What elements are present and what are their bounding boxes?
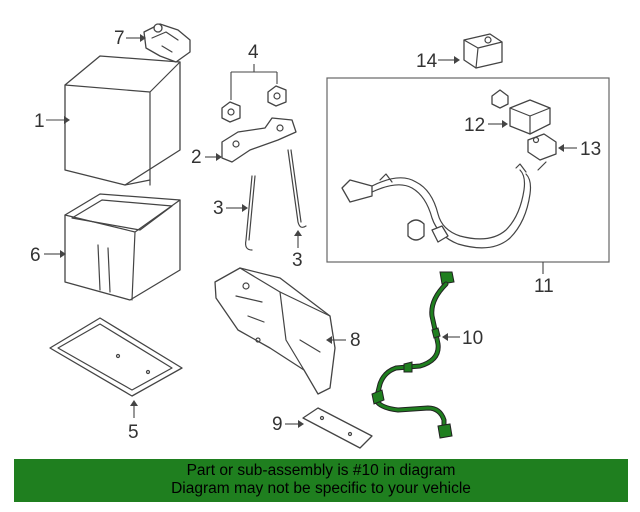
part-6-tray-box[interactable] [64,193,181,301]
callout-13: 13 [558,139,601,160]
callout-5: 5 [128,400,139,443]
part-10-cable[interactable] [371,271,455,439]
part-11-cable-assembly[interactable] [326,77,610,263]
svg-text:8: 8 [350,330,361,351]
part-7-terminal[interactable] [143,23,191,63]
callout-12: 12 [464,115,508,136]
callout-3-right: 3 [292,230,303,271]
part-14-cap[interactable] [463,33,503,69]
svg-text:3: 3 [213,198,224,219]
svg-text:14: 14 [416,51,438,72]
svg-text:12: 12 [464,115,485,136]
part-12-fuse-block[interactable] [491,89,551,135]
callout-9: 9 [272,414,304,435]
svg-text:6: 6 [30,245,41,266]
callout-14: 14 [416,51,460,72]
callout-11: 11 [534,262,554,297]
svg-text:3: 3 [292,250,303,271]
banner-line-2: Diagram may not be specific to your vehi… [171,480,471,497]
part-5-plate[interactable] [49,317,183,397]
svg-text:10: 10 [462,328,483,349]
svg-text:2: 2 [191,147,202,168]
part-8-support[interactable] [214,267,336,395]
callout-4: 4 [230,42,278,100]
callout-8: 8 [326,330,361,351]
svg-text:11: 11 [534,276,554,297]
svg-text:4: 4 [248,42,259,63]
part-9-plate[interactable] [302,407,373,449]
svg-text:13: 13 [580,139,601,160]
callout-3-left: 3 [213,198,248,219]
part-1-battery[interactable] [64,55,181,186]
info-banner: Part or sub-assembly is #10 in diagram D… [14,459,628,502]
svg-text:7: 7 [114,28,125,49]
part-2-bracket[interactable] [221,117,297,163]
callout-2: 2 [191,147,222,168]
callout-6: 6 [30,245,66,266]
part-3-bolt-right[interactable] [287,149,307,228]
svg-text:1: 1 [34,111,45,132]
callout-7: 7 [114,28,146,49]
svg-text:9: 9 [272,414,283,435]
callout-10: 10 [442,328,483,349]
part-13-terminal[interactable] [527,133,557,161]
part-4-nuts[interactable] [221,85,287,123]
callout-1: 1 [34,111,70,132]
svg-text:5: 5 [128,422,139,443]
part-3-bolt-left[interactable] [245,175,256,251]
parts-diagram: 1 7 4 2 3 [30,23,610,449]
banner-line-1: Part or sub-assembly is #10 in diagram [186,462,456,479]
